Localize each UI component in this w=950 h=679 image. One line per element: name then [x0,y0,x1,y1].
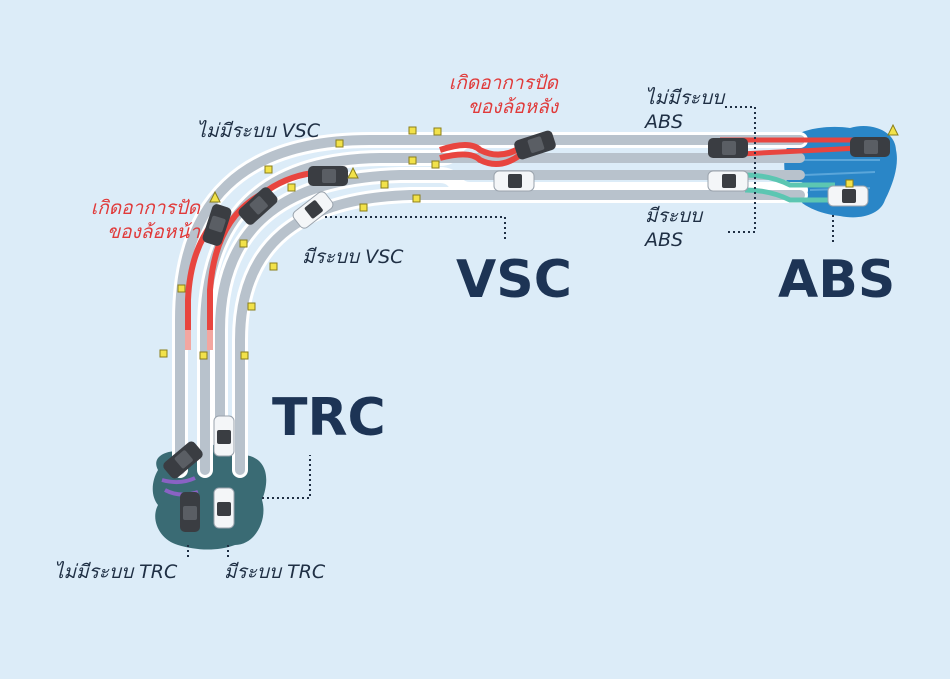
car-dark [163,441,203,479]
title-abs: ABS [778,250,896,310]
label-front-skid: เกิดอาการปัด ของล้อหน้า [40,196,200,244]
label-abs-without-line2: ABS [645,111,684,133]
car-white [292,191,334,229]
car-dark [180,492,200,532]
label-abs-with-line1: มีระบบ [645,205,703,227]
car-white [493,170,535,192]
car-white [707,170,749,192]
label-rear-skid-line2: ของล้อหลัง [467,96,558,118]
title-trc: TRC [272,388,386,448]
label-trc-with: มีระบบ TRC [224,561,326,583]
cones [159,123,899,360]
car-white [213,487,235,529]
title-vsc: VSC [456,250,572,310]
label-abs-without-line1: ไม่มีระบบ [645,87,725,109]
car-dark [308,166,348,186]
label-vsc-with: มีระบบ VSC [302,246,404,268]
car-white [213,415,235,457]
car-white [827,185,869,207]
cars [163,130,890,532]
label-abs-without: ไม่มีระบบ ABS [645,86,724,134]
label-front-skid-line2: ของล้อหน้า [107,221,200,243]
car-dark [238,187,278,225]
label-rear-skid-line1: เกิดอาการปัด [448,72,558,94]
abs-with-track [744,172,835,203]
car-dark [514,130,556,160]
label-abs-with: มีระบบ ABS [645,204,702,252]
label-front-skid-line1: เกิดอาการปัด [90,197,200,219]
label-trc-without: ไม่มีระบบ TRC [54,561,178,583]
label-rear-skid: เกิดอาการปัด ของล้อหลัง [390,71,558,119]
rear-skid-track [439,142,522,158]
car-dark [850,137,890,157]
leader-lines [187,106,834,558]
car-dark [708,138,748,158]
label-vsc-without: ไม่มีระบบ VSC [196,120,321,142]
label-abs-with-line2: ABS [645,229,684,251]
car-dark [202,204,232,246]
